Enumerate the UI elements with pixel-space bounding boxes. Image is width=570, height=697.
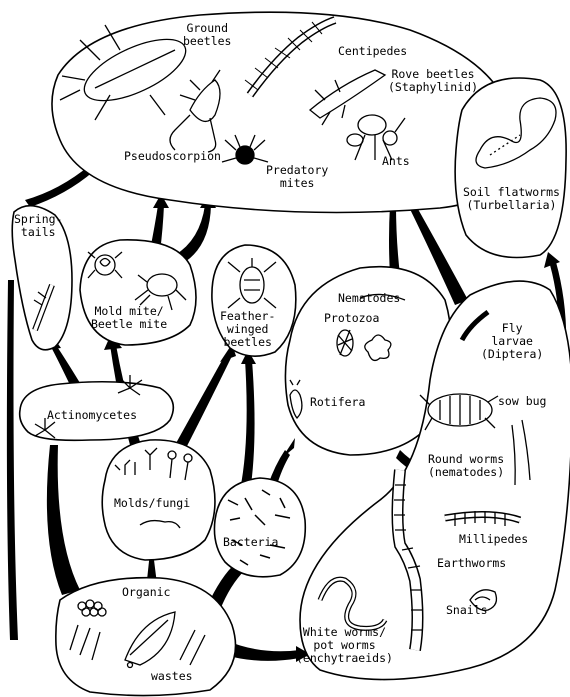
- label-molds-fungi: Molds/fungi: [114, 497, 190, 510]
- connector-actino-springtails: [50, 345, 80, 385]
- label-rove-beetles: Rove beetles (Staphylinid): [388, 68, 478, 94]
- label-feather-winged: Feather- winged beetles: [220, 310, 275, 349]
- label-fly-larvae: Fly larvae (Diptera): [481, 322, 543, 361]
- label-rotifera: Rotifera: [310, 396, 365, 409]
- label-bacteria: Bacteria: [223, 536, 278, 549]
- label-centipedes: Centipedes: [338, 45, 407, 58]
- connector-bacteria-feather: [240, 360, 255, 492]
- label-ants: Ants: [382, 155, 410, 168]
- connector-organic-actino: [47, 445, 80, 595]
- label-sow-bug: sow bug: [498, 395, 546, 408]
- connector-springtails-top: [25, 165, 94, 207]
- label-predatory-mites: Predatory mites: [266, 164, 328, 190]
- label-round-worms: Round worms (nematodes): [428, 453, 504, 479]
- label-earthworms: Earthworms: [437, 557, 506, 570]
- label-actinomycetes: Actinomycetes: [47, 409, 137, 422]
- bacteria-enclosure: [214, 478, 305, 577]
- connector-molds-feather: [175, 355, 231, 450]
- label-snails: Snails: [446, 604, 488, 617]
- label-soil-flatworms: Soil flatworms (Turbellaria): [463, 186, 560, 212]
- label-springtails: Spring- tails: [14, 213, 62, 239]
- label-protozoa: Protozoa: [324, 312, 379, 325]
- connector-nematodes-top: [389, 205, 400, 275]
- label-nematodes-top: Nematodes: [338, 292, 400, 305]
- label-white-worms: White worms/ pot worms (enchytraeids): [296, 626, 393, 665]
- connector-left-edge: [7, 280, 18, 640]
- label-ground-beetles: Ground beetles: [183, 22, 231, 48]
- label-organic: Organic: [122, 586, 170, 599]
- label-millipedes: Millipedes: [459, 533, 528, 546]
- label-wastes: wastes: [151, 670, 193, 683]
- label-mold-mite: Mold mite/ Beetle mite: [91, 305, 167, 331]
- label-pseudoscorpion: Pseudoscorpion: [124, 150, 221, 163]
